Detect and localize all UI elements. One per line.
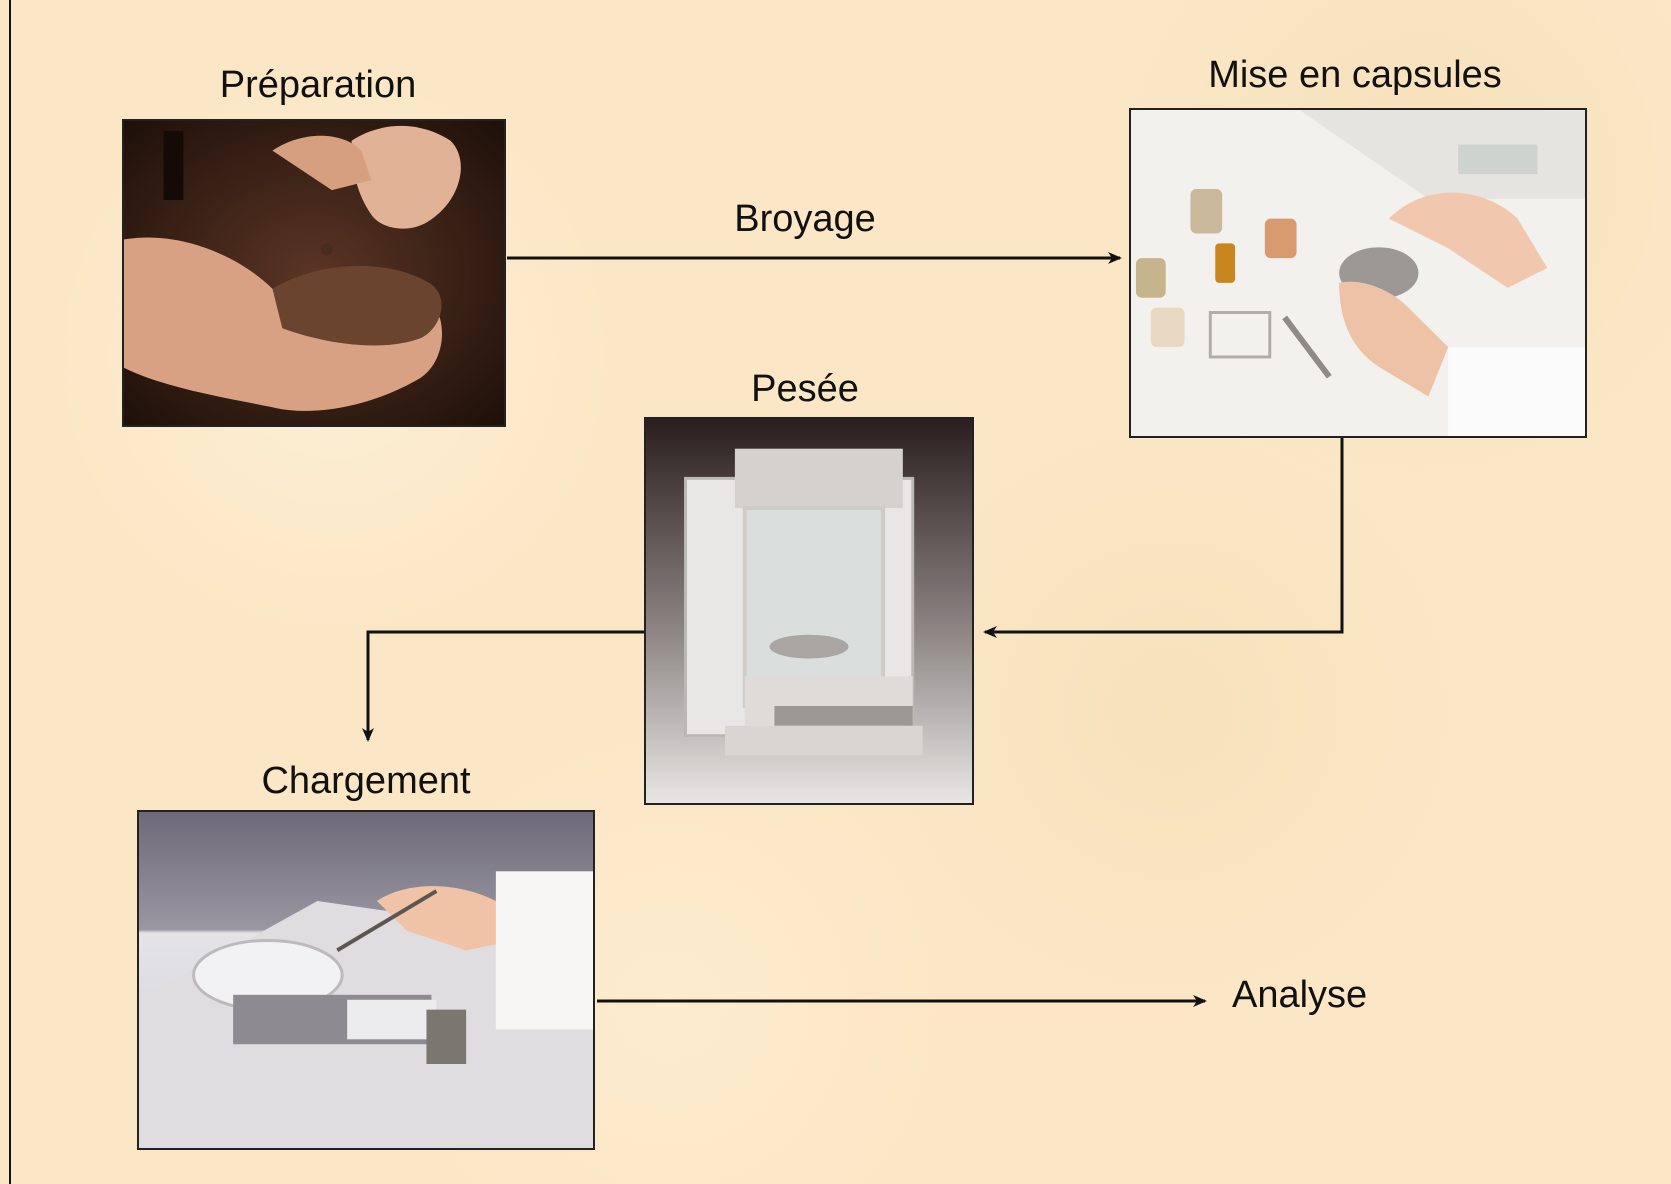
pesee-to-chargement-arrow (368, 632, 644, 740)
capsules-to-pesee-arrow (985, 438, 1342, 632)
